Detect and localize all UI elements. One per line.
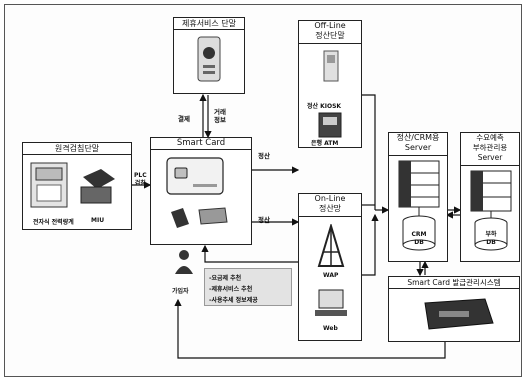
meter-and-miu-icon <box>23 157 133 213</box>
offline-terminal-box: Off-Line 정산단말 정산 KIOSK 은행 ATM <box>298 20 362 148</box>
offline-terminal-title: Off-Line 정산단말 <box>299 21 361 44</box>
wap-tower-icon <box>299 224 363 268</box>
smart-card-box: Smart Card <box>150 137 252 245</box>
meter-label: 전자식 전력량계 <box>33 217 74 226</box>
partner-terminal-box: 제휴서비스 단말 <box>173 17 245 94</box>
edge-label-payment: 결제 <box>178 113 190 123</box>
atm-icon <box>299 111 363 141</box>
smart-card-icon <box>151 150 253 246</box>
edge-label-settle-online: 정산 <box>258 214 270 224</box>
edge-label-settle-offline: 정산 <box>258 150 270 160</box>
connector-offline-bus <box>362 95 375 210</box>
wap-label: WAP <box>323 272 338 279</box>
online-network-box: On-Line 정산망 WAP Web <box>298 193 362 341</box>
load-server-icon <box>461 169 521 261</box>
service-item: -사용추세 정보제공 <box>209 295 258 304</box>
remote-meter-terminal-title: 원격검침단말 <box>23 143 131 155</box>
edge-label-plc: PLC 검침 <box>134 172 147 188</box>
billing-server-box: 정산/CRM용 Server CRM DB <box>388 132 448 262</box>
load-db-label: 부하 DB <box>481 231 501 247</box>
remote-meter-terminal-box: 원격검침단말 전자식 전력량계 MIU <box>22 142 132 230</box>
load-server-title: 수요예측 부하관리용 Server <box>461 133 519 166</box>
card-reader-icon <box>174 29 246 95</box>
kiosk-icon <box>299 49 363 83</box>
crm-db-label: CRM DB <box>409 231 429 247</box>
smart-card-title: Smart Card <box>151 138 251 150</box>
online-network-title: On-Line 정산망 <box>299 194 361 217</box>
card-printer-icon <box>389 289 521 341</box>
arrow-online-to-card <box>205 246 298 262</box>
issuance-system-box: Smart Card 발급관리시스템 <box>388 276 520 342</box>
billing-server-title: 정산/CRM용 Server <box>389 133 447 156</box>
issuance-system-title: Smart Card 발급관리시스템 <box>389 277 519 289</box>
service-item: -요금제 추천 <box>209 273 241 282</box>
kiosk-label: 정산 KIOSK <box>307 101 341 110</box>
service-item: -제휴서비스 추천 <box>209 284 252 293</box>
web-computer-icon <box>299 288 363 322</box>
miu-label: MIU <box>91 217 104 224</box>
services-note: -요금제 추천 -제휴서비스 추천 -사용추세 정보제공 <box>204 268 292 306</box>
edge-label-transaction-info: 거래 정보 <box>214 108 226 124</box>
load-server-box: 수요예측 부하관리용 Server 부하 DB <box>460 132 520 262</box>
subscriber-icon <box>173 248 195 274</box>
atm-label: 은행 ATM <box>311 138 338 147</box>
web-label: Web <box>323 325 338 332</box>
subscriber-label: 가입자 <box>172 286 189 295</box>
arrow-online-return <box>362 215 375 275</box>
